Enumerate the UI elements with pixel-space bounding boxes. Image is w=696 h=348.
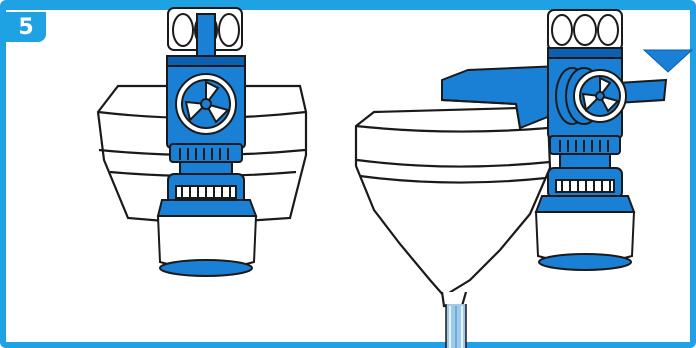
faucet-filter-filtered-icon	[354, 9, 694, 348]
connector-rings-icon	[547, 9, 623, 51]
step-number-badge: 5	[6, 12, 46, 42]
panel-top-band	[6, 6, 690, 10]
valve-body-icon	[547, 47, 627, 139]
filter-housing-icon	[354, 106, 552, 308]
faucet-filter-default-icon	[96, 7, 308, 277]
valve-body-icon	[166, 55, 246, 149]
ribbed-collar-icon	[167, 143, 245, 205]
down-arrow-icon	[642, 49, 694, 73]
aerator-spout-icon	[156, 199, 258, 277]
water-stream-icon	[445, 304, 467, 348]
ribbed-collar-icon	[547, 135, 623, 199]
aerator-spout-icon	[534, 195, 636, 271]
